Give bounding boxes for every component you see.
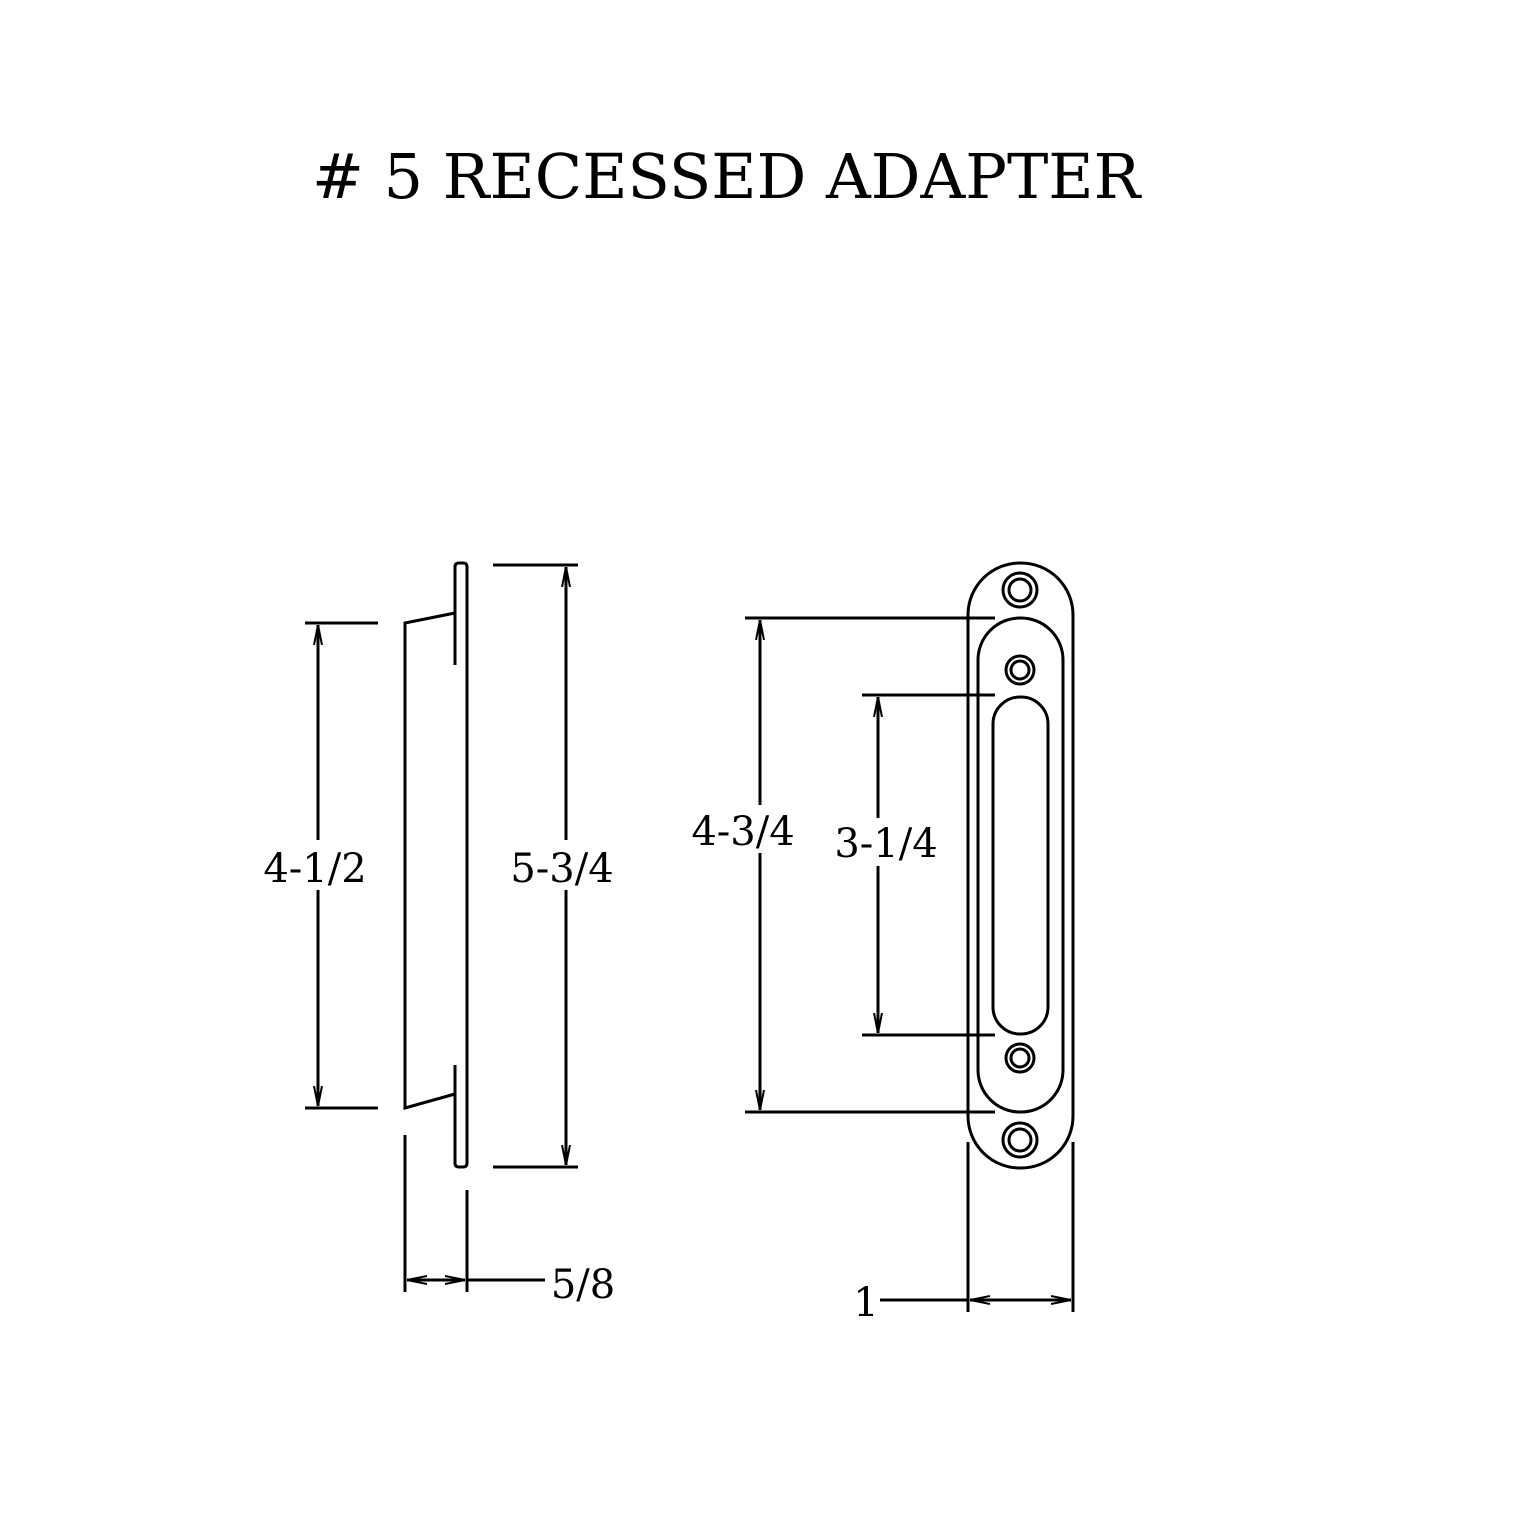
screw-hole-icon — [1001, 1121, 1039, 1159]
slot-length-label: 3-1/4 — [834, 821, 937, 867]
dimension-flange-height: 5-3/4 — [493, 563, 625, 1169]
dimension-body-height: 4-1/2 — [250, 621, 380, 1110]
depth-label: 5/8 — [551, 1262, 615, 1308]
side-view — [403, 561, 469, 1169]
flange-outline — [453, 561, 469, 1169]
body-height-label: 4-1/2 — [263, 846, 366, 892]
screw-hole-icon — [1004, 654, 1036, 686]
front-view — [966, 561, 1075, 1170]
latch-slot — [991, 695, 1050, 1036]
body-outline — [403, 611, 456, 1110]
inner-recess — [976, 616, 1065, 1114]
screw-hole-icon — [1004, 1042, 1036, 1074]
drawing-title: # 5 RECESSED ADAPTER — [312, 140, 1143, 213]
dimension-screw-spacing: 4-3/4 — [685, 616, 995, 1114]
flange-height-label: 5-3/4 — [510, 846, 613, 892]
dimension-slot-length: 3-1/4 — [826, 693, 995, 1037]
dimension-depth: 5/8 — [403, 1135, 615, 1308]
outer-plate — [966, 561, 1075, 1170]
screw-hole-icon — [1001, 571, 1039, 609]
dimension-width: 1 — [853, 1142, 1075, 1326]
width-label: 1 — [853, 1280, 878, 1326]
screw-spacing-label: 4-3/4 — [691, 809, 794, 855]
